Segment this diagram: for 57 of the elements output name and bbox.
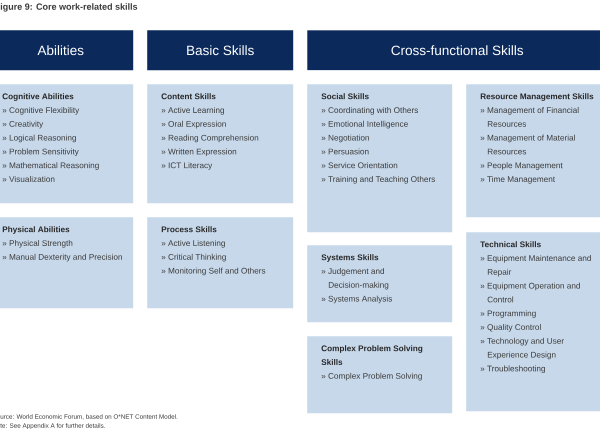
list-item: » ICT Literacy <box>162 162 212 170</box>
list-item: » Critical Thinking <box>162 254 226 262</box>
list-item: » Active Learning <box>162 107 224 115</box>
list-item: » Complex Problem Solving <box>322 372 422 380</box>
skill-box <box>307 336 452 414</box>
box-heading: Physical Abilities <box>2 226 70 234</box>
list-item: » Written Expression <box>162 148 236 156</box>
skill-box <box>147 84 294 204</box>
category-header: Abilities <box>0 30 134 70</box>
list-item: » Oral Expression <box>162 120 226 128</box>
list-item: » Coordinating with Others <box>322 107 418 115</box>
list-item: » Judgement and Decision-making <box>322 268 388 290</box>
category-header: Basic Skills <box>147 30 294 70</box>
category-header: Cross-functional Skills <box>307 30 600 70</box>
list-item: » Troubleshooting <box>480 365 545 374</box>
list-item: » Problem Sensitivity <box>2 148 79 156</box>
list-item: » Active Listening <box>162 240 225 248</box>
box-heading: Social Skills <box>321 93 369 100</box>
box-heading: Content Skills <box>162 93 216 100</box>
list-item: » Management of Material Resources <box>480 134 575 154</box>
list-item: » Programming <box>480 310 536 318</box>
list-item: » Quality Control <box>480 324 541 332</box>
list-item: » Management of Financial Resources <box>480 107 579 127</box>
list-item: » Manual Dexterity and Precision <box>2 254 122 262</box>
box-heading: Complex Problem Solving Skills <box>321 345 422 365</box>
skill-box <box>0 217 134 308</box>
box-heading: Process Skills <box>162 226 216 232</box>
list-item: » Monitoring Self and Others <box>162 268 266 276</box>
box-heading: Technical Skills <box>480 241 541 248</box>
list-item: » Training and Teaching Others <box>322 176 435 184</box>
list-item: » Reading Comprehension <box>162 134 258 142</box>
list-item: » Negotiation <box>322 134 369 142</box>
list-item: » Systems Analysis <box>322 296 392 304</box>
list-item: » Logical Reasoning <box>2 134 76 142</box>
list-item: » Time Management <box>480 176 555 184</box>
list-item: » Service Orientation <box>322 162 398 168</box>
skill-box <box>0 84 134 204</box>
list-item: » Equipment Maintenance and Repair <box>480 255 591 276</box>
skill-box <box>307 245 452 322</box>
list-item: » Creativity <box>2 120 44 128</box>
skill-box <box>466 84 600 218</box>
list-item: » Equipment Operation and Control <box>480 282 580 302</box>
box-heading: Cognitive Abilities <box>2 93 74 101</box>
list-item: » Persuasion <box>322 148 369 154</box>
box-heading: Systems Skills <box>321 254 378 262</box>
figure-title: igure 9: Core work-related skills <box>0 3 138 12</box>
list-item: » Visualization <box>2 176 54 182</box>
skill-box <box>147 217 294 308</box>
list-item: » Technology and User Experience Design <box>480 338 564 360</box>
box-heading: Resource Management Skills <box>480 93 594 101</box>
skill-box <box>466 232 600 412</box>
list-item: » Emotional Intelligence <box>322 120 408 128</box>
skill-box <box>307 84 452 232</box>
list-item: » Mathematical Reasoning <box>2 162 99 170</box>
list-item: » Cognitive Flexibility <box>2 107 80 115</box>
list-item: » Physical Strength <box>2 240 72 248</box>
list-item: » People Management <box>480 162 563 170</box>
